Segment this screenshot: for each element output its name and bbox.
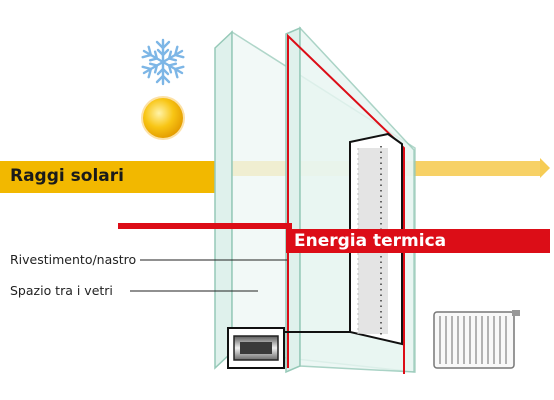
bottom-spacer	[227, 327, 350, 369]
sun-icon	[141, 96, 185, 140]
radiator-icon	[433, 310, 520, 369]
coating-label: Rivestimento/nastro	[10, 252, 137, 267]
coating-line	[287, 33, 405, 374]
snowflake-icon	[139, 38, 187, 86]
glass-gap-label: Spazio tra i vetri	[10, 283, 113, 298]
solar-rays-label: Raggi solari	[10, 166, 124, 186]
thermal-energy-band	[118, 223, 550, 253]
thermal-energy-label: Energia termica	[294, 231, 447, 251]
